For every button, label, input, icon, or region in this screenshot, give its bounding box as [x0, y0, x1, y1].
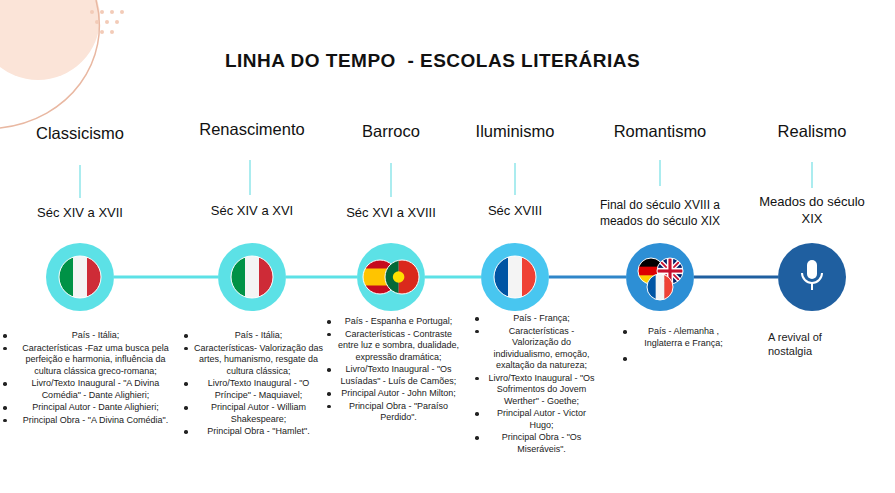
- school-heading: Iluminismo: [476, 122, 555, 141]
- timeline-segment: [549, 276, 626, 279]
- feature-item: Livro/Texto Inaugural - "Os Sofrimentos …: [474, 373, 598, 408]
- feature-item: Principal Autor - Victor Hugo;: [474, 408, 598, 431]
- circle-icon: [778, 243, 846, 311]
- circle-icon: [481, 243, 549, 311]
- empty-bullet: [623, 357, 627, 361]
- feature-list: País - Itália;Características -Faz uma b…: [2, 330, 178, 427]
- flag-icon: [231, 256, 274, 298]
- feature-item: País - Itália;: [183, 330, 323, 342]
- school-heading: Barroco: [362, 122, 420, 141]
- feature-item: Principal Autor - Dante Alighieri;: [2, 402, 178, 414]
- feature-item: País - Espanha e Portugal;: [326, 316, 460, 328]
- feature-item: País - França;: [474, 313, 598, 325]
- feature-item: Livro/Texto Inaugural - "O Príncipe" - M…: [183, 378, 323, 401]
- period-date: Meados do século XIX: [753, 194, 871, 228]
- flag-icon: [363, 260, 419, 295]
- circle-icon: [218, 243, 286, 311]
- feature-item: País - Itália;: [2, 330, 178, 342]
- peach-blob: [0, 0, 100, 80]
- school-column: RomantismoFinal do século XVIII a meados…: [622, 122, 734, 361]
- feature-item: Principal Obra - "Paraíso Perdido".: [326, 401, 460, 424]
- feature-item: Características - Valorização do individ…: [474, 326, 598, 372]
- feature-item: Principal Obra - "A Divina Comédia".: [2, 415, 178, 427]
- feature-item: Características -Faz uma busca pela perf…: [2, 343, 178, 378]
- school-heading: Classicismo: [36, 124, 124, 143]
- school-heading: Romantismo: [614, 122, 707, 141]
- period-date: Séc XVIII: [450, 203, 580, 220]
- school-column: RealismoMeados do século XIXA revival of…: [768, 122, 844, 359]
- school-heading: Realismo: [778, 122, 847, 141]
- dot-pattern: [90, 10, 124, 34]
- school-heading: Renascimento: [199, 120, 304, 139]
- flag-icon: [59, 256, 102, 298]
- feature-item: Características - Contraste entre luz e …: [326, 329, 460, 364]
- tick-lines: [80, 160, 812, 198]
- school-circle: [481, 243, 549, 311]
- school-circle: [778, 243, 846, 311]
- feature-list: País - França;Características - Valoriza…: [474, 313, 598, 456]
- feature-list: A revival of nostalgia: [768, 330, 844, 359]
- peach-arc: [0, 0, 99, 128]
- page-title: LINHA DO TEMPO - ESCOLAS LITERÁRIAS: [0, 50, 865, 72]
- feature-list: País - Itália;Características- Valorizaç…: [183, 330, 323, 439]
- period-date: Séc XIV a XVII: [5, 205, 155, 222]
- timeline-segment: [286, 276, 357, 279]
- microphone-icon: [802, 260, 822, 290]
- timeline-segment: [694, 276, 778, 279]
- circle-icon: [626, 243, 694, 311]
- feature-item: País - Alemanha , Inglaterra e França;: [622, 326, 734, 349]
- period-date: Séc XIV a XVI: [177, 203, 327, 220]
- school-circle: [357, 243, 425, 311]
- school-column: IluminismoSéc XVIIIPaís - França;Caracte…: [474, 122, 598, 456]
- school-column: RenascimentoSéc XIV a XVIPaís - Itália;C…: [183, 120, 323, 439]
- school-column: BarrocoSéc XVI a XVIIIPaís - Espanha e P…: [326, 122, 460, 425]
- flag-icon: [638, 258, 683, 300]
- feature-list: País - Espanha e Portugal;Característica…: [326, 316, 460, 425]
- school-circle: [46, 243, 114, 311]
- period-date: Séc XVI a XVIII: [316, 205, 466, 222]
- feature-item: Características- Valorização das artes, …: [183, 343, 323, 378]
- school-column: ClassicismoSéc XIV a XVII País - Itália;C…: [2, 124, 178, 427]
- school-circle: [218, 243, 286, 311]
- timeline-segment: [425, 276, 481, 279]
- feature-list: País - Alemanha , Inglaterra e França;: [622, 326, 734, 361]
- feature-item: Principal Autor - John Milton;: [326, 388, 460, 400]
- feature-item: Principal Obra - "Os Miseráveis".: [474, 432, 598, 455]
- feature-item: Principal Autor - William Shakespeare;: [183, 402, 323, 425]
- period-date: Final do século XVIII a meados do século…: [590, 198, 730, 229]
- feature-item: Livro/Texto Inaugural - "Os Lusíadas" - …: [326, 364, 460, 387]
- circle-icon: [46, 243, 114, 311]
- feature-item: A revival of nostalgia: [768, 330, 844, 358]
- timeline-segment: [114, 276, 218, 279]
- feature-item: Principal Obra - "Hamlet".: [183, 426, 323, 438]
- feature-item: Livro/Texto Inaugural - "A Divina Comédi…: [2, 378, 178, 401]
- school-circle: [626, 243, 694, 311]
- circle-icon: [357, 243, 425, 311]
- flag-icon: [494, 256, 537, 298]
